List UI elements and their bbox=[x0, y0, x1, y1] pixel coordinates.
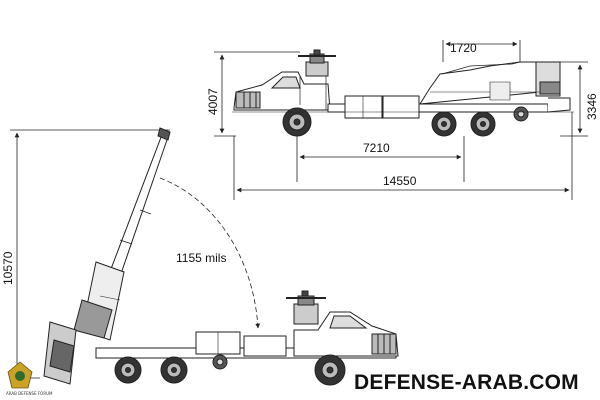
cab-window bbox=[329, 315, 368, 329]
side-box bbox=[344, 95, 383, 119]
dimension-vehicle-height bbox=[214, 51, 300, 137]
label-elevation-angle: 1155 mils bbox=[176, 251, 226, 265]
label-roof-height: 3346 bbox=[585, 93, 599, 120]
rear-step bbox=[547, 97, 571, 113]
forum-emblem: ARAB DEFENSE FORUM bbox=[6, 361, 53, 396]
emblem-label: ARAB DEFENSE FORUM bbox=[6, 391, 53, 396]
label-turret-length: 1720 bbox=[450, 41, 477, 55]
rear-wheel bbox=[160, 356, 188, 384]
dimension-max-barrel-height bbox=[10, 129, 170, 379]
front-wheel bbox=[314, 354, 346, 386]
dimension-turret-length bbox=[442, 40, 521, 62]
rear-wheel bbox=[470, 111, 496, 137]
label-vehicle-height: 4007 bbox=[206, 88, 220, 115]
dimension-roof-height bbox=[560, 61, 588, 137]
gun-mount-rear bbox=[419, 61, 561, 105]
vehicle-travel-configuration bbox=[232, 49, 574, 137]
dimension-axle-span bbox=[296, 136, 465, 182]
rear-wheel bbox=[431, 111, 457, 137]
wheel-hub bbox=[513, 106, 529, 122]
rear-wheel bbox=[114, 356, 142, 384]
site-watermark: DEFENSE-ARAB.COM bbox=[354, 371, 579, 394]
gun-cradle bbox=[43, 261, 125, 385]
vehicle-firing-configuration bbox=[43, 127, 399, 386]
gun-barrel bbox=[102, 127, 171, 295]
label-max-barrel-height: 10570 bbox=[1, 251, 15, 285]
cab-grille bbox=[235, 91, 261, 109]
remote-weapon-station bbox=[286, 290, 326, 325]
wheel-hub bbox=[212, 354, 228, 370]
side-box bbox=[243, 335, 287, 357]
remote-weapon-station bbox=[298, 49, 336, 110]
dimension-overall-length bbox=[233, 112, 573, 200]
side-box bbox=[382, 95, 420, 119]
elevation-arc bbox=[159, 177, 261, 329]
label-axle-span: 7210 bbox=[363, 141, 390, 155]
label-overall-length: 14550 bbox=[383, 174, 417, 188]
